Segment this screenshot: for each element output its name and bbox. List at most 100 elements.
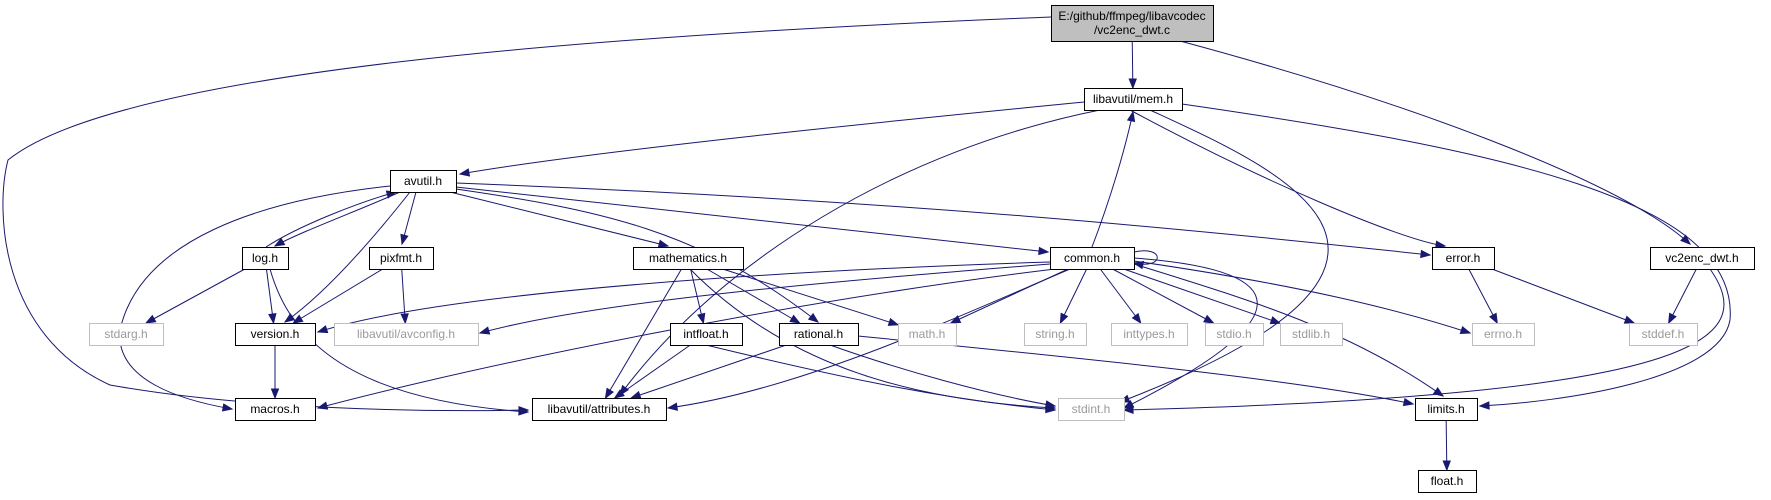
node-version[interactable]: version.h bbox=[235, 323, 316, 346]
arrowhead-avutil-to-log bbox=[273, 237, 286, 247]
arrowhead-mathematics-to-attributes bbox=[604, 387, 614, 400]
edge-common-to-stdint bbox=[1123, 257, 1258, 409]
arrowhead-error-to-errno bbox=[1489, 312, 1498, 325]
node-intfloat[interactable]: intfloat.h bbox=[670, 323, 743, 346]
edge-avutil-to-common bbox=[455, 186, 1049, 253]
node-box-stdlib bbox=[1280, 323, 1343, 346]
node-label-avconfig: libavutil/avconfig.h bbox=[357, 327, 455, 341]
edge-avutil-to-version bbox=[284, 191, 411, 323]
arrowhead-common-to-inttypes bbox=[1131, 312, 1142, 325]
node-box-common bbox=[1050, 247, 1135, 270]
node-error[interactable]: error.h bbox=[1432, 247, 1495, 270]
edge-intfloat-to-attributes bbox=[614, 344, 691, 399]
arrowhead-rational-to-attributes bbox=[629, 390, 642, 399]
node-label-errno: errno.h bbox=[1484, 327, 1522, 341]
node-mathematics[interactable]: mathematics.h bbox=[633, 247, 744, 270]
arrowhead-common-to-stdlib bbox=[1269, 316, 1282, 325]
node-macros[interactable]: macros.h bbox=[235, 398, 316, 421]
arrowhead-avutil-to-pixfmt bbox=[400, 233, 409, 246]
edge-mathematics-to-math bbox=[722, 268, 899, 326]
arrowhead-root-to-mem bbox=[1128, 78, 1137, 90]
node-label-log: log.h bbox=[252, 251, 278, 265]
node-float[interactable]: float.h bbox=[1418, 470, 1477, 493]
node-mem[interactable]: libavutil/mem.h bbox=[1084, 88, 1183, 111]
arrowhead-rational-to-stdint bbox=[1044, 400, 1057, 409]
node-label-pixfmt: pixfmt.h bbox=[380, 251, 422, 265]
edge-rational-to-stdint bbox=[829, 344, 1056, 407]
arrowhead-common-to-mem bbox=[1126, 110, 1136, 123]
node-stdarg: stdarg.h bbox=[89, 323, 164, 346]
node-label-float: float.h bbox=[1431, 474, 1464, 488]
edge-mem-to-stdint bbox=[1119, 109, 1329, 403]
edge-log-to-attributes bbox=[269, 268, 529, 413]
edge-common-to-version bbox=[317, 261, 1051, 333]
edge-common-to-macros bbox=[317, 268, 1056, 409]
node-label-attributes: libavutil/attributes.h bbox=[548, 402, 651, 416]
edge-error-to-stddef bbox=[1491, 268, 1635, 324]
node-box-macros bbox=[235, 398, 316, 421]
node-box-avutil bbox=[390, 170, 457, 193]
edge-log-to-stdarg bbox=[145, 268, 246, 324]
arrowhead-vc2dwt-to-stdint bbox=[1122, 405, 1134, 414]
arrowhead-rational-to-limits bbox=[1402, 397, 1415, 407]
edge-common-to-errno bbox=[1133, 260, 1471, 334]
node-label-rational: rational.h bbox=[794, 327, 843, 341]
node-box-error bbox=[1432, 247, 1495, 270]
edge-common-to-stdio bbox=[1112, 268, 1214, 324]
node-avutil[interactable]: avutil.h bbox=[390, 170, 457, 193]
node-label-mathematics: mathematics.h bbox=[649, 251, 727, 265]
edge-common-to-avconfig bbox=[479, 263, 1051, 334]
edge-root-to-vc2dwt bbox=[1179, 40, 1691, 245]
node-box-root bbox=[1051, 5, 1214, 42]
node-label-inttypes: inttypes.h bbox=[1123, 327, 1174, 341]
node-label-root-line0: E:/github/ffmpeg/libavcodec bbox=[1058, 9, 1205, 23]
node-box-stdarg bbox=[89, 323, 164, 346]
arrowhead-log-to-attributes bbox=[518, 407, 530, 416]
node-stdint: stdint.h bbox=[1058, 398, 1125, 421]
node-box-mem bbox=[1084, 88, 1183, 111]
node-box-pixfmt bbox=[369, 247, 434, 270]
edge-log-to-avutil bbox=[265, 191, 397, 248]
arrowhead-mathematics-to-intfloat bbox=[697, 312, 706, 325]
edge-common-to-math bbox=[950, 268, 1069, 324]
node-label-macros: macros.h bbox=[250, 402, 299, 416]
arrowhead-common-to-version bbox=[316, 325, 329, 334]
edge-mem-to-limits bbox=[1181, 103, 1731, 407]
edge-mathematics-to-stdint bbox=[689, 268, 1056, 409]
arrowhead-common-to-string bbox=[1059, 312, 1069, 325]
node-box-rational bbox=[779, 323, 859, 346]
edge-rational-to-attributes bbox=[631, 344, 787, 399]
node-log[interactable]: log.h bbox=[242, 247, 289, 270]
node-rational[interactable]: rational.h bbox=[779, 323, 859, 346]
node-box-float bbox=[1418, 470, 1477, 493]
node-label-limits: limits.h bbox=[1427, 402, 1464, 416]
node-label-common: common.h bbox=[1064, 251, 1120, 265]
node-limits[interactable]: limits.h bbox=[1415, 398, 1478, 421]
edge-vc2dwt-to-stddef bbox=[1668, 268, 1697, 324]
node-box-version bbox=[235, 323, 316, 346]
node-attributes[interactable]: libavutil/attributes.h bbox=[532, 398, 667, 421]
arrowhead-version-to-macros bbox=[270, 388, 280, 400]
arrowhead-avutil-to-macros bbox=[221, 403, 234, 412]
node-pixfmt[interactable]: pixfmt.h bbox=[369, 247, 434, 270]
arrowhead-avutil-to-rational bbox=[807, 312, 820, 323]
node-inttypes: inttypes.h bbox=[1111, 323, 1188, 346]
node-vc2dwt[interactable]: vc2enc_dwt.h bbox=[1650, 247, 1755, 270]
arrowhead-pixfmt-to-version bbox=[292, 314, 304, 324]
node-box-limits bbox=[1415, 398, 1478, 421]
node-common[interactable]: common.h bbox=[1050, 247, 1135, 270]
node-label-string: string.h bbox=[1035, 327, 1074, 341]
arrowhead-common-to-attributes bbox=[666, 402, 678, 411]
node-box-stdint bbox=[1058, 398, 1125, 421]
arrowhead-common-to-limits bbox=[1432, 387, 1445, 397]
node-label-math: math.h bbox=[909, 327, 946, 341]
arrowhead-intfloat-to-attributes bbox=[613, 389, 625, 399]
node-stdio: stdio.h bbox=[1205, 323, 1264, 346]
edge-pixfmt-to-version bbox=[292, 268, 384, 324]
arrowhead-root-to-vc2dwt bbox=[1680, 234, 1692, 245]
arrowhead-vc2dwt-to-stddef bbox=[1668, 312, 1677, 325]
edge-error-to-errno bbox=[1468, 268, 1498, 324]
node-label-version: version.h bbox=[251, 327, 300, 341]
node-box-mathematics bbox=[633, 247, 744, 270]
